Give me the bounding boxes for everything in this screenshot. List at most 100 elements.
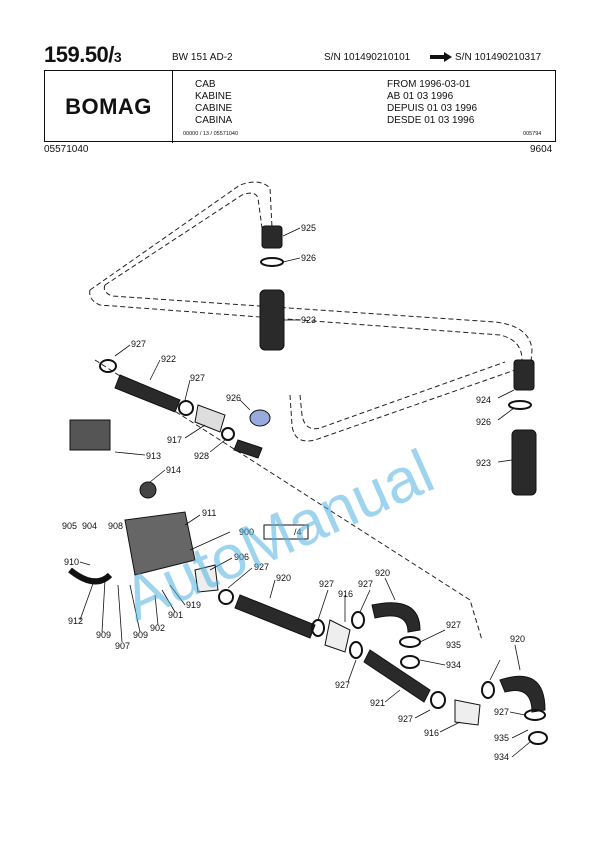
label-910: 910 [64,557,79,567]
hose-920b [371,602,421,633]
hose-923b [511,429,537,496]
date-fr: DEPUIS 01 03 1996 [387,103,478,114]
label-907: 907 [115,641,130,651]
elbow-917 [194,404,226,433]
hose-parts [68,225,548,745]
clamp-928 [221,427,235,441]
label-900: 900 [239,527,254,537]
label-908: 908 [108,521,123,531]
clamp-927g [349,641,363,659]
brand-logo: BOMAG [45,71,173,143]
document-number: 05571040 [44,144,89,155]
label-909: 909 [133,630,148,640]
label-926: 926 [226,393,241,403]
date-es: DESDE 01 03 1996 [387,115,475,126]
small-number: 005794 [523,131,542,137]
hose-928 [233,439,263,459]
header-box: BOMAG CAB KABINE CABINE CABINA FROM 1996… [44,70,556,143]
fuel-line-912 [68,567,113,585]
part-labels: 925 926 923 927 922 927 926 917 928 924 … [62,223,525,762]
label-927: 927 [319,579,334,589]
label-934: 934 [494,752,509,762]
label-927: 927 [358,579,373,589]
date-de: AB 01 03 1996 [387,91,454,102]
clamp-927f [399,636,421,648]
clamp-934b [528,731,548,745]
date-code: 9604 [530,144,553,155]
hose-921 [363,649,431,703]
label-923: 923 [476,458,491,468]
tee-916b [454,699,481,726]
label-920: 920 [510,634,525,644]
clamp-927e [351,611,365,629]
label-920: 920 [276,573,291,583]
label-921: 921 [370,698,385,708]
date-en: FROM 1996-03-01 [387,79,471,90]
reference-box-frame [263,524,309,540]
page-number-main: 159.50/ [44,42,114,67]
label-901: 901 [168,610,183,620]
label-905: 905 [62,521,77,531]
label-922: 922 [161,354,176,364]
pipe-906 [194,564,219,593]
label-927: 927 [398,714,413,724]
title-en: CAB [195,79,216,90]
clamp-927i [481,681,495,699]
label-927: 927 [446,620,461,630]
label-914: 914 [166,465,181,475]
label-924: 924 [476,395,491,405]
label-927: 927 [335,680,350,690]
hose-924 [513,359,535,391]
title-es: CABINA [195,115,233,126]
label-926: 926 [476,417,491,427]
serial-to: S/N 101490210317 [455,52,542,63]
clamp-927a [99,359,117,373]
hose-920a [234,594,316,639]
clamp-927b [178,400,194,416]
hose-922 [114,374,181,413]
label-904: 904 [82,521,97,531]
heater-911 [124,511,196,576]
hose-923 [259,289,285,351]
label-935: 935 [494,733,509,743]
label-911: 911 [202,508,216,518]
label-909: 909 [96,630,111,640]
clamp-926 [260,257,284,267]
clamp-934a [400,655,420,669]
label-917: 917 [167,435,182,445]
reference-box-label: /4 [294,527,302,537]
label-927: 927 [494,707,509,717]
date-list: FROM 1996-03-01 AB 01 03 1996 DEPUIS 01 … [387,79,477,127]
label-906: 906 [234,552,249,562]
label-923: 923 [301,315,316,325]
page-number: 159.50/3 [44,42,122,68]
model-name: BW 151 AD-2 [172,52,233,63]
label-913: 913 [146,451,161,461]
label-935: 935 [446,640,461,650]
tee-916a [324,619,351,653]
hose-925 [261,225,283,249]
label-902: 902 [150,623,165,633]
page-number-sub: 3 [113,49,122,65]
label-912: 912 [68,616,83,626]
leader-lines [79,227,531,758]
serial-from: S/N 101490210101 [324,52,411,63]
arrow-right-icon [430,52,452,62]
control-913 [69,419,111,451]
title-de: KABINE [195,91,232,102]
label-928: 928 [194,451,209,461]
small-reference: 00000 / 13 / 05571040 [183,131,239,137]
clamp-927c [218,589,234,605]
label-925: 925 [301,223,316,233]
title-fr: CABINE [195,103,233,114]
label-919: 919 [186,600,201,610]
label-920: 920 [375,568,390,578]
clamp-927h [430,691,446,709]
label-927: 927 [190,373,205,383]
title-list: CAB KABINE CABINE CABINA [195,79,232,127]
label-916: 916 [338,589,353,599]
label-926: 926 [301,253,316,263]
hose-926 [249,409,271,427]
switch-914 [139,481,157,499]
